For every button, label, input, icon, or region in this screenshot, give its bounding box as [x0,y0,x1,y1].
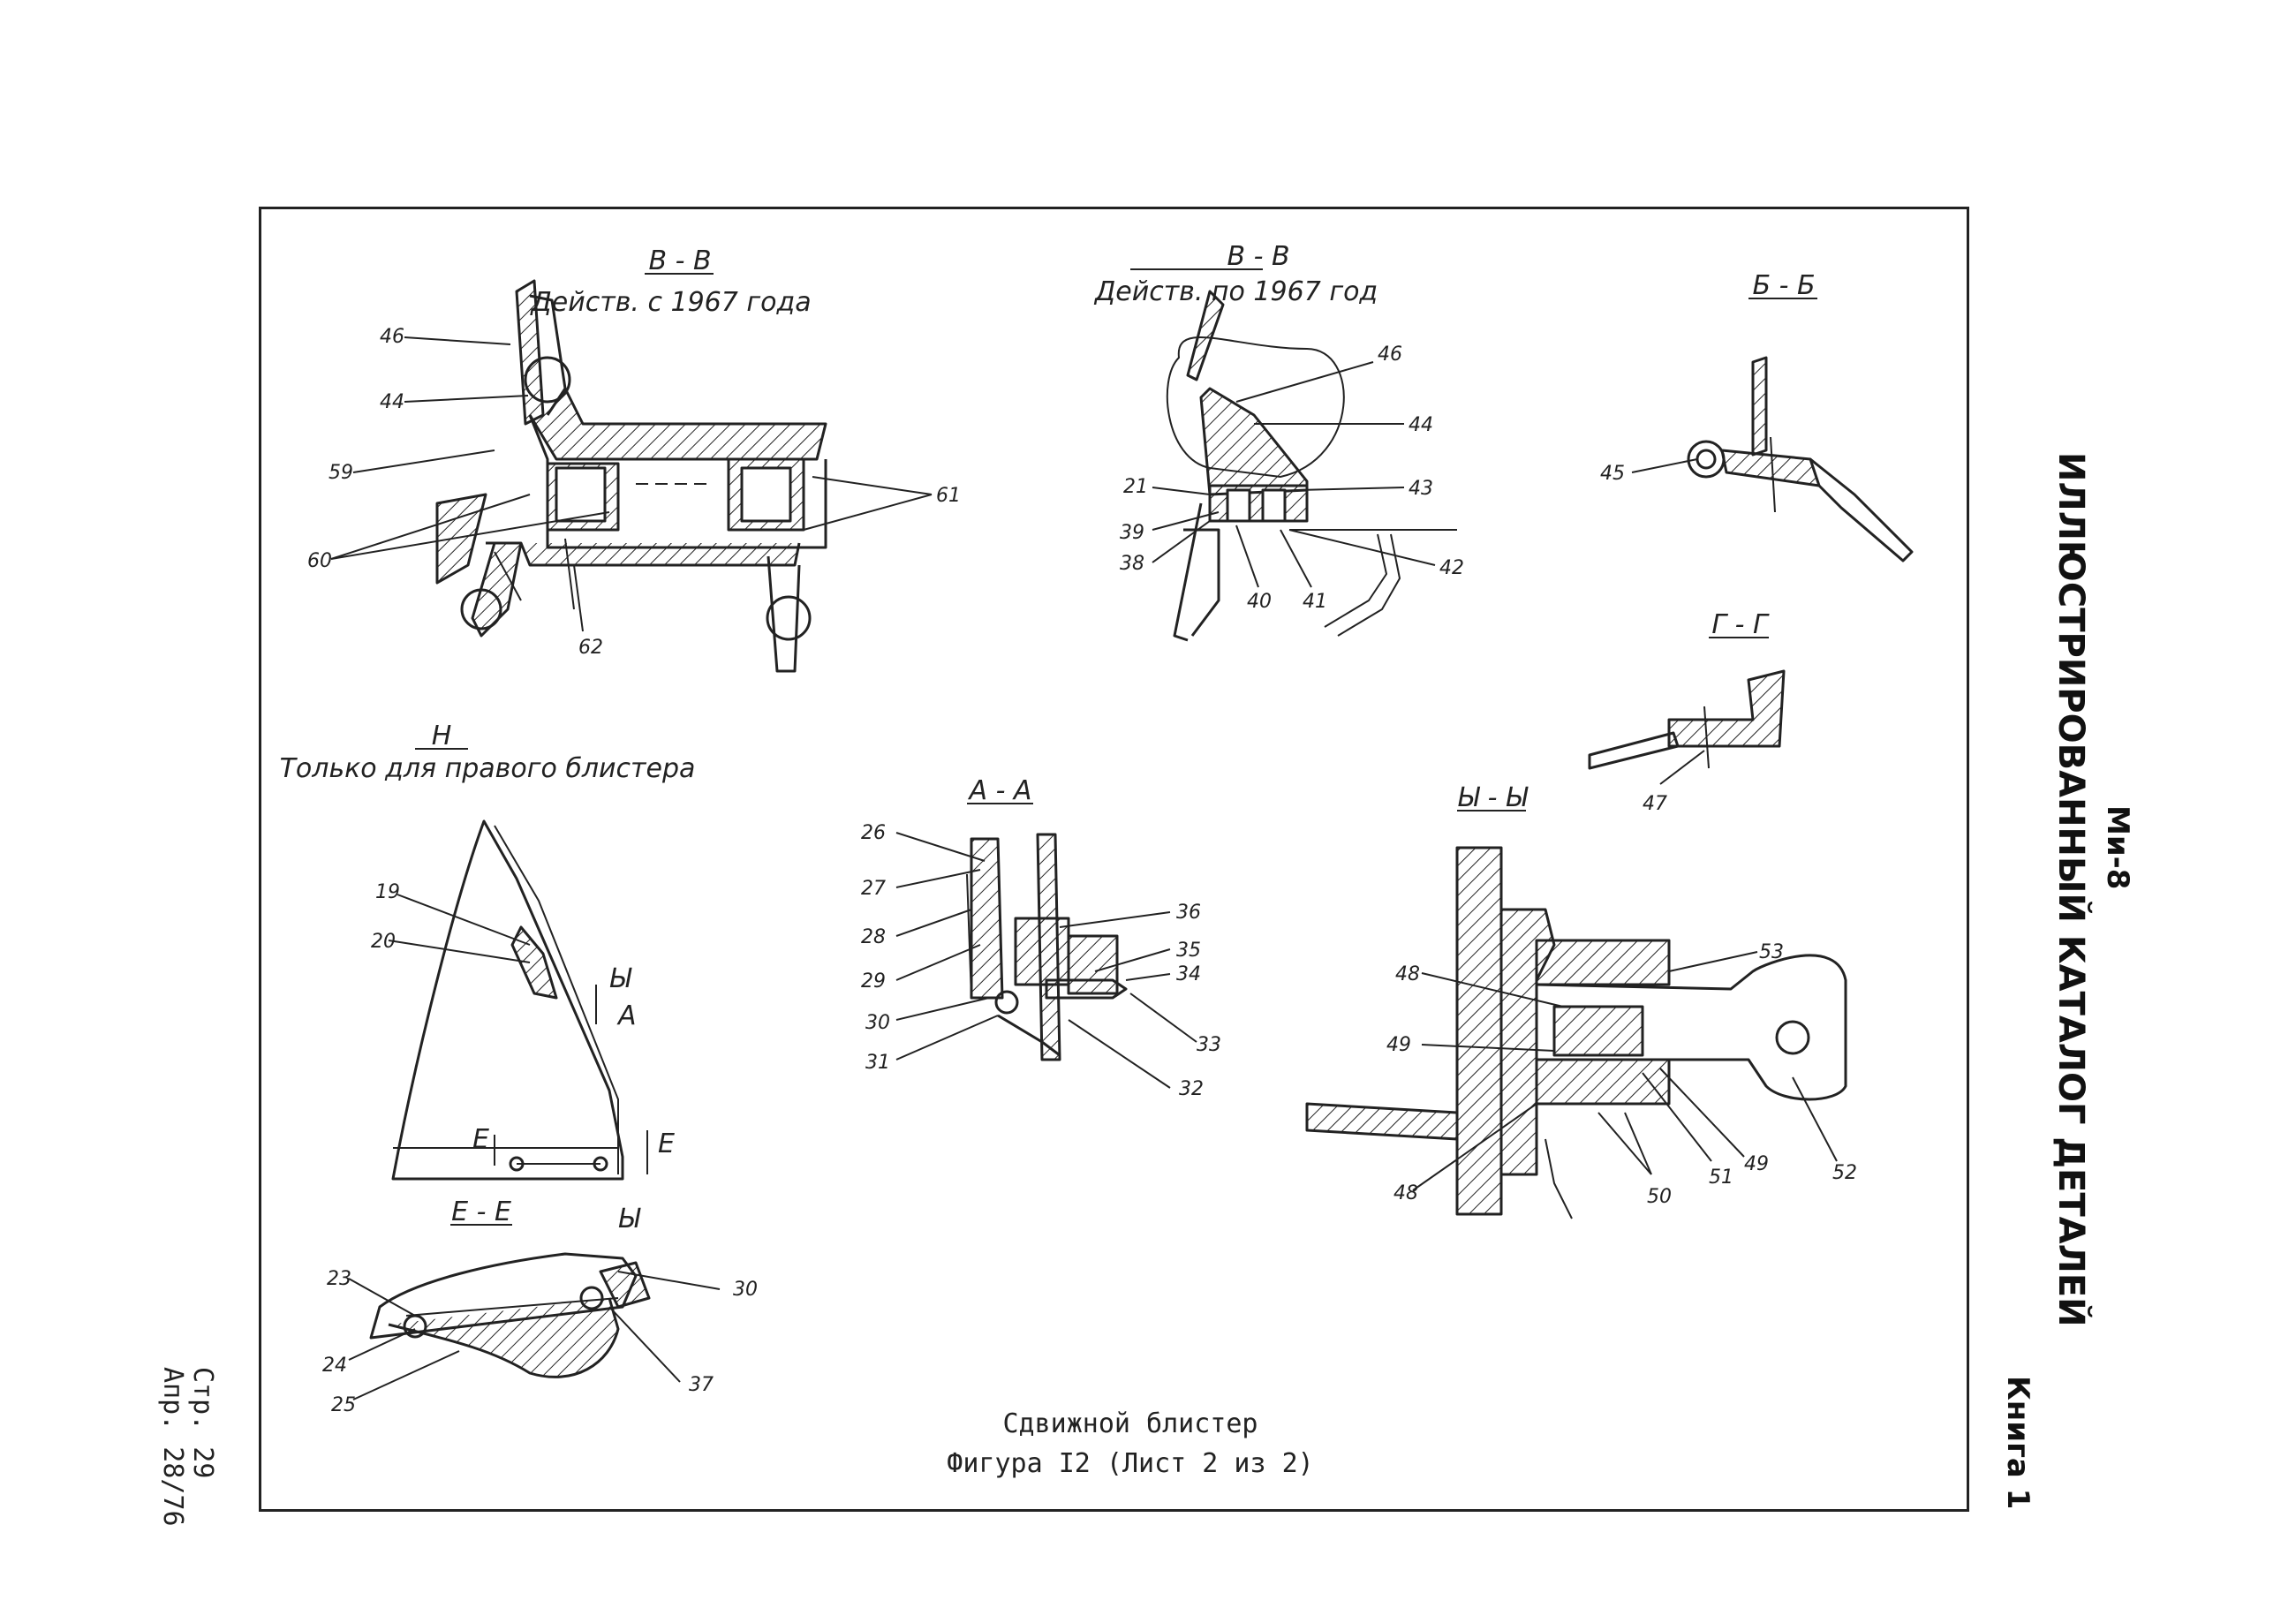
view-bb [1687,298,1914,562]
callout-52: 52 [1832,1162,1857,1184]
callout-27: 27 [861,878,886,900]
callout-31: 31 [865,1052,890,1074]
callout-35: 35 [1176,940,1201,962]
callout-40: 40 [1247,591,1272,613]
marker-y-2: Ы [618,1204,641,1234]
callout-29: 29 [861,970,886,993]
view-ee-section: Е - Е [451,1196,511,1227]
callout-42: 42 [1439,557,1464,579]
callout-32: 32 [1179,1078,1204,1100]
callout-33: 33 [1197,1034,1221,1056]
callout-23: 23 [327,1268,351,1290]
leader-lines [330,336,1838,1400]
callout-34: 34 [1176,963,1201,985]
callout-20: 20 [371,931,396,953]
callout-36: 36 [1176,902,1201,924]
figure-caption-line2: Фигура I2 (Лист 2 из 2) [947,1448,1314,1479]
view-ee [369,1224,651,1378]
callout-49b: 49 [1744,1153,1769,1175]
view-n [391,748,648,1181]
callout-49a: 49 [1386,1034,1411,1056]
view-yy [1305,810,1847,1219]
callout-46a: 46 [380,326,404,348]
view-titles: В - В Действ. с 1967 года В - В Действ. … [280,241,1816,1234]
callout-45: 45 [1600,463,1625,485]
callout-51: 51 [1709,1166,1733,1189]
header-title: ИЛЛЮСТРИРОВАННЫЙ КАТАЛОГ ДЕТАЛЕЙ [2051,452,2091,1327]
view-vv-old-section: В - В [1227,241,1289,272]
view-aa-section: А - А [968,775,1032,806]
view-aa [966,803,1128,1061]
callout-30b: 30 [733,1279,758,1301]
view-yy-section: Ы - Ы [1458,782,1529,813]
callout-62: 62 [578,637,603,659]
view-vv-old-note: Действ. по 1967 год [1093,276,1378,307]
callout-41: 41 [1303,591,1327,613]
callout-19: 19 [375,881,400,903]
drawing-frame [259,207,1969,1512]
callout-30a: 30 [865,1012,890,1034]
callout-61: 61 [936,485,961,507]
page-number: Стр. 29 [187,1367,218,1479]
header-model: Ми-8 [2100,805,2135,890]
callout-38: 38 [1120,553,1144,575]
callouts: 46 44 59 61 60 62 46 44 43 21 39 38 40 4… [307,326,1857,1416]
callout-37: 37 [689,1374,714,1396]
marker-e-1: Е [472,1124,489,1155]
view-n-section: Н [432,721,452,751]
callout-43: 43 [1409,478,1433,500]
callout-21: 21 [1123,476,1148,498]
view-vv-old [1130,268,1457,642]
marker-a: А [616,1000,637,1031]
view-vv-new-note: Действ. с 1967 года [529,287,811,318]
callout-44a: 44 [380,391,404,413]
callout-48b: 48 [1393,1182,1418,1204]
callout-46b: 46 [1378,343,1402,366]
marker-e-2: Е [658,1129,675,1159]
page-date: Апр. 28/76 [157,1367,188,1527]
view-gg [1588,637,1786,770]
callout-25: 25 [331,1394,356,1416]
figure-caption-line1: Сдвижной блистер [1002,1408,1258,1439]
callout-47: 47 [1643,793,1667,815]
callout-48a: 48 [1395,963,1420,985]
callout-39: 39 [1120,522,1144,544]
marker-y-1: Ы [609,963,632,994]
header-book: Книга 1 [2000,1376,2035,1510]
view-vv-new-section: В - В [648,245,711,276]
callout-50: 50 [1647,1186,1672,1208]
callout-28: 28 [861,926,886,948]
callout-53: 53 [1759,941,1784,963]
view-gg-section: Г - Г [1711,609,1770,640]
view-n-note: Только для правого блистера [280,753,696,784]
callout-26: 26 [861,822,886,844]
callout-24: 24 [322,1355,347,1377]
callout-44b: 44 [1409,414,1433,436]
callout-60: 60 [307,550,332,572]
page-ref: Стр. 29 Апр. 28/76 [157,1367,218,1527]
view-vv-new [435,273,827,673]
view-bb-section: Б - Б [1752,270,1815,301]
callout-59: 59 [329,462,353,484]
